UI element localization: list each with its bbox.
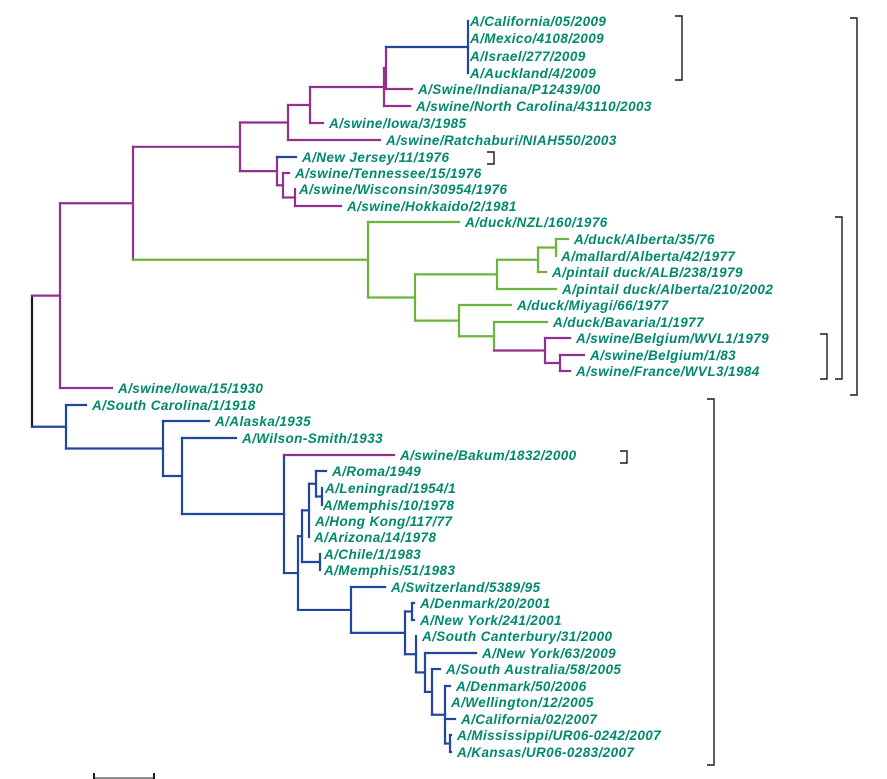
clade-bracket-pandemic-2009-group [675, 15, 683, 81]
tip-label: A/South Carolina/1/1918 [91, 398, 256, 413]
tip-label: A/duck/Alberta/35/76 [573, 232, 715, 247]
tip-label: A/swine/Belgium/WVL1/1979 [575, 331, 769, 346]
tip-label: A/duck/NZL/160/1976 [464, 215, 608, 230]
tip-label: A/Memphis/51/1983 [323, 563, 455, 578]
clade-bracket-eurasian-swine-group [820, 333, 828, 380]
tip-label: A/New York/63/2009 [481, 646, 616, 661]
tree-branches [30, 19, 586, 754]
tip-label: A/South Australia/58/2005 [445, 662, 621, 677]
tip-label: A/mallard/Alberta/42/1977 [560, 249, 736, 264]
tip-label: A/Denmark/20/2001 [419, 596, 551, 611]
tip-label: A/Swine/Indiana/P12439/00 [417, 82, 601, 97]
tip-label: A/swine/France/WVL3/1984 [575, 364, 760, 379]
tip-label: A/Denmark/50/2006 [455, 679, 587, 694]
tip-label: A/Wilson-Smith/1933 [241, 431, 383, 446]
tip-label: A/Auckland/4/2009 [469, 66, 596, 81]
tip-label: A/pintail duck/ALB/238/1979 [551, 265, 743, 280]
clade-bracket-avian-like-group [835, 216, 843, 380]
tip-label: A/Alaska/1935 [214, 414, 311, 429]
tip-label: A/swine/North Carolina/43110/2003 [415, 99, 652, 114]
tip-label: A/Wellington/12/2005 [450, 695, 594, 710]
tip-label: A/New York/241/2001 [419, 613, 562, 628]
tip-label: A/swine/Iowa/3/1985 [328, 116, 467, 131]
tip-label: A/Leningrad/1954/1 [324, 481, 456, 496]
tip-label: A/swine/Wisconsin/30954/1976 [298, 182, 508, 197]
tip-label: A/pintail duck/Alberta/210/2002 [561, 282, 773, 297]
tip-label: A/Hong Kong/117/77 [314, 514, 454, 529]
tip-label: A/Kansas/UR06-0283/2007 [456, 745, 635, 760]
tip-label: A/South Canterbury/31/2000 [421, 629, 613, 644]
tip-label: A/swine/Bakum/1832/2000 [399, 448, 577, 463]
tip-label: A/Israel/277/2009 [469, 49, 586, 64]
tip-label: A/California/05/2009 [469, 14, 606, 29]
tip-label: A/swine/Hokkaido/2/1981 [346, 199, 517, 214]
tip-label: A/Arizona/14/1978 [313, 530, 436, 545]
tip-label: A/swine/Ratchaburi/NIAH550/2003 [385, 133, 617, 148]
tip-label: A/Mississippi/UR06-0242/2007 [456, 728, 662, 743]
tip-label: A/Switzerland/5389/95 [390, 580, 541, 595]
tip-label: A/California/02/2007 [460, 712, 598, 727]
tip-label: A/Memphis/10/1978 [322, 498, 454, 513]
clade-bracket-bakum-group [620, 450, 628, 464]
tip-label: A/Mexico/4108/2009 [469, 31, 604, 46]
tip-label: A/swine/Iowa/15/1930 [117, 381, 263, 396]
tip-label: A/duck/Bavaria/1/1977 [552, 315, 705, 330]
clade-bracket-classical-and-avian-swine-group [850, 17, 858, 396]
tip-label: A/New Jersey/11/1976 [301, 150, 449, 165]
clade-bracket-human-seasonal-group [707, 398, 715, 766]
tip-label: A/duck/Miyagi/66/1977 [516, 298, 670, 313]
clade-brackets [487, 15, 858, 766]
scale-bar [93, 773, 155, 779]
tip-label: A/swine/Belgium/1/83 [589, 348, 736, 363]
tip-labels: A/California/05/2009A/Mexico/4108/2009A/… [91, 14, 773, 760]
clade-bracket-new-jersey-1976-group [487, 151, 495, 165]
tip-label: A/swine/Tennessee/15/1976 [294, 166, 482, 181]
tip-label: A/Roma/1949 [331, 464, 421, 479]
tip-label: A/Chile/1/1983 [323, 547, 421, 562]
